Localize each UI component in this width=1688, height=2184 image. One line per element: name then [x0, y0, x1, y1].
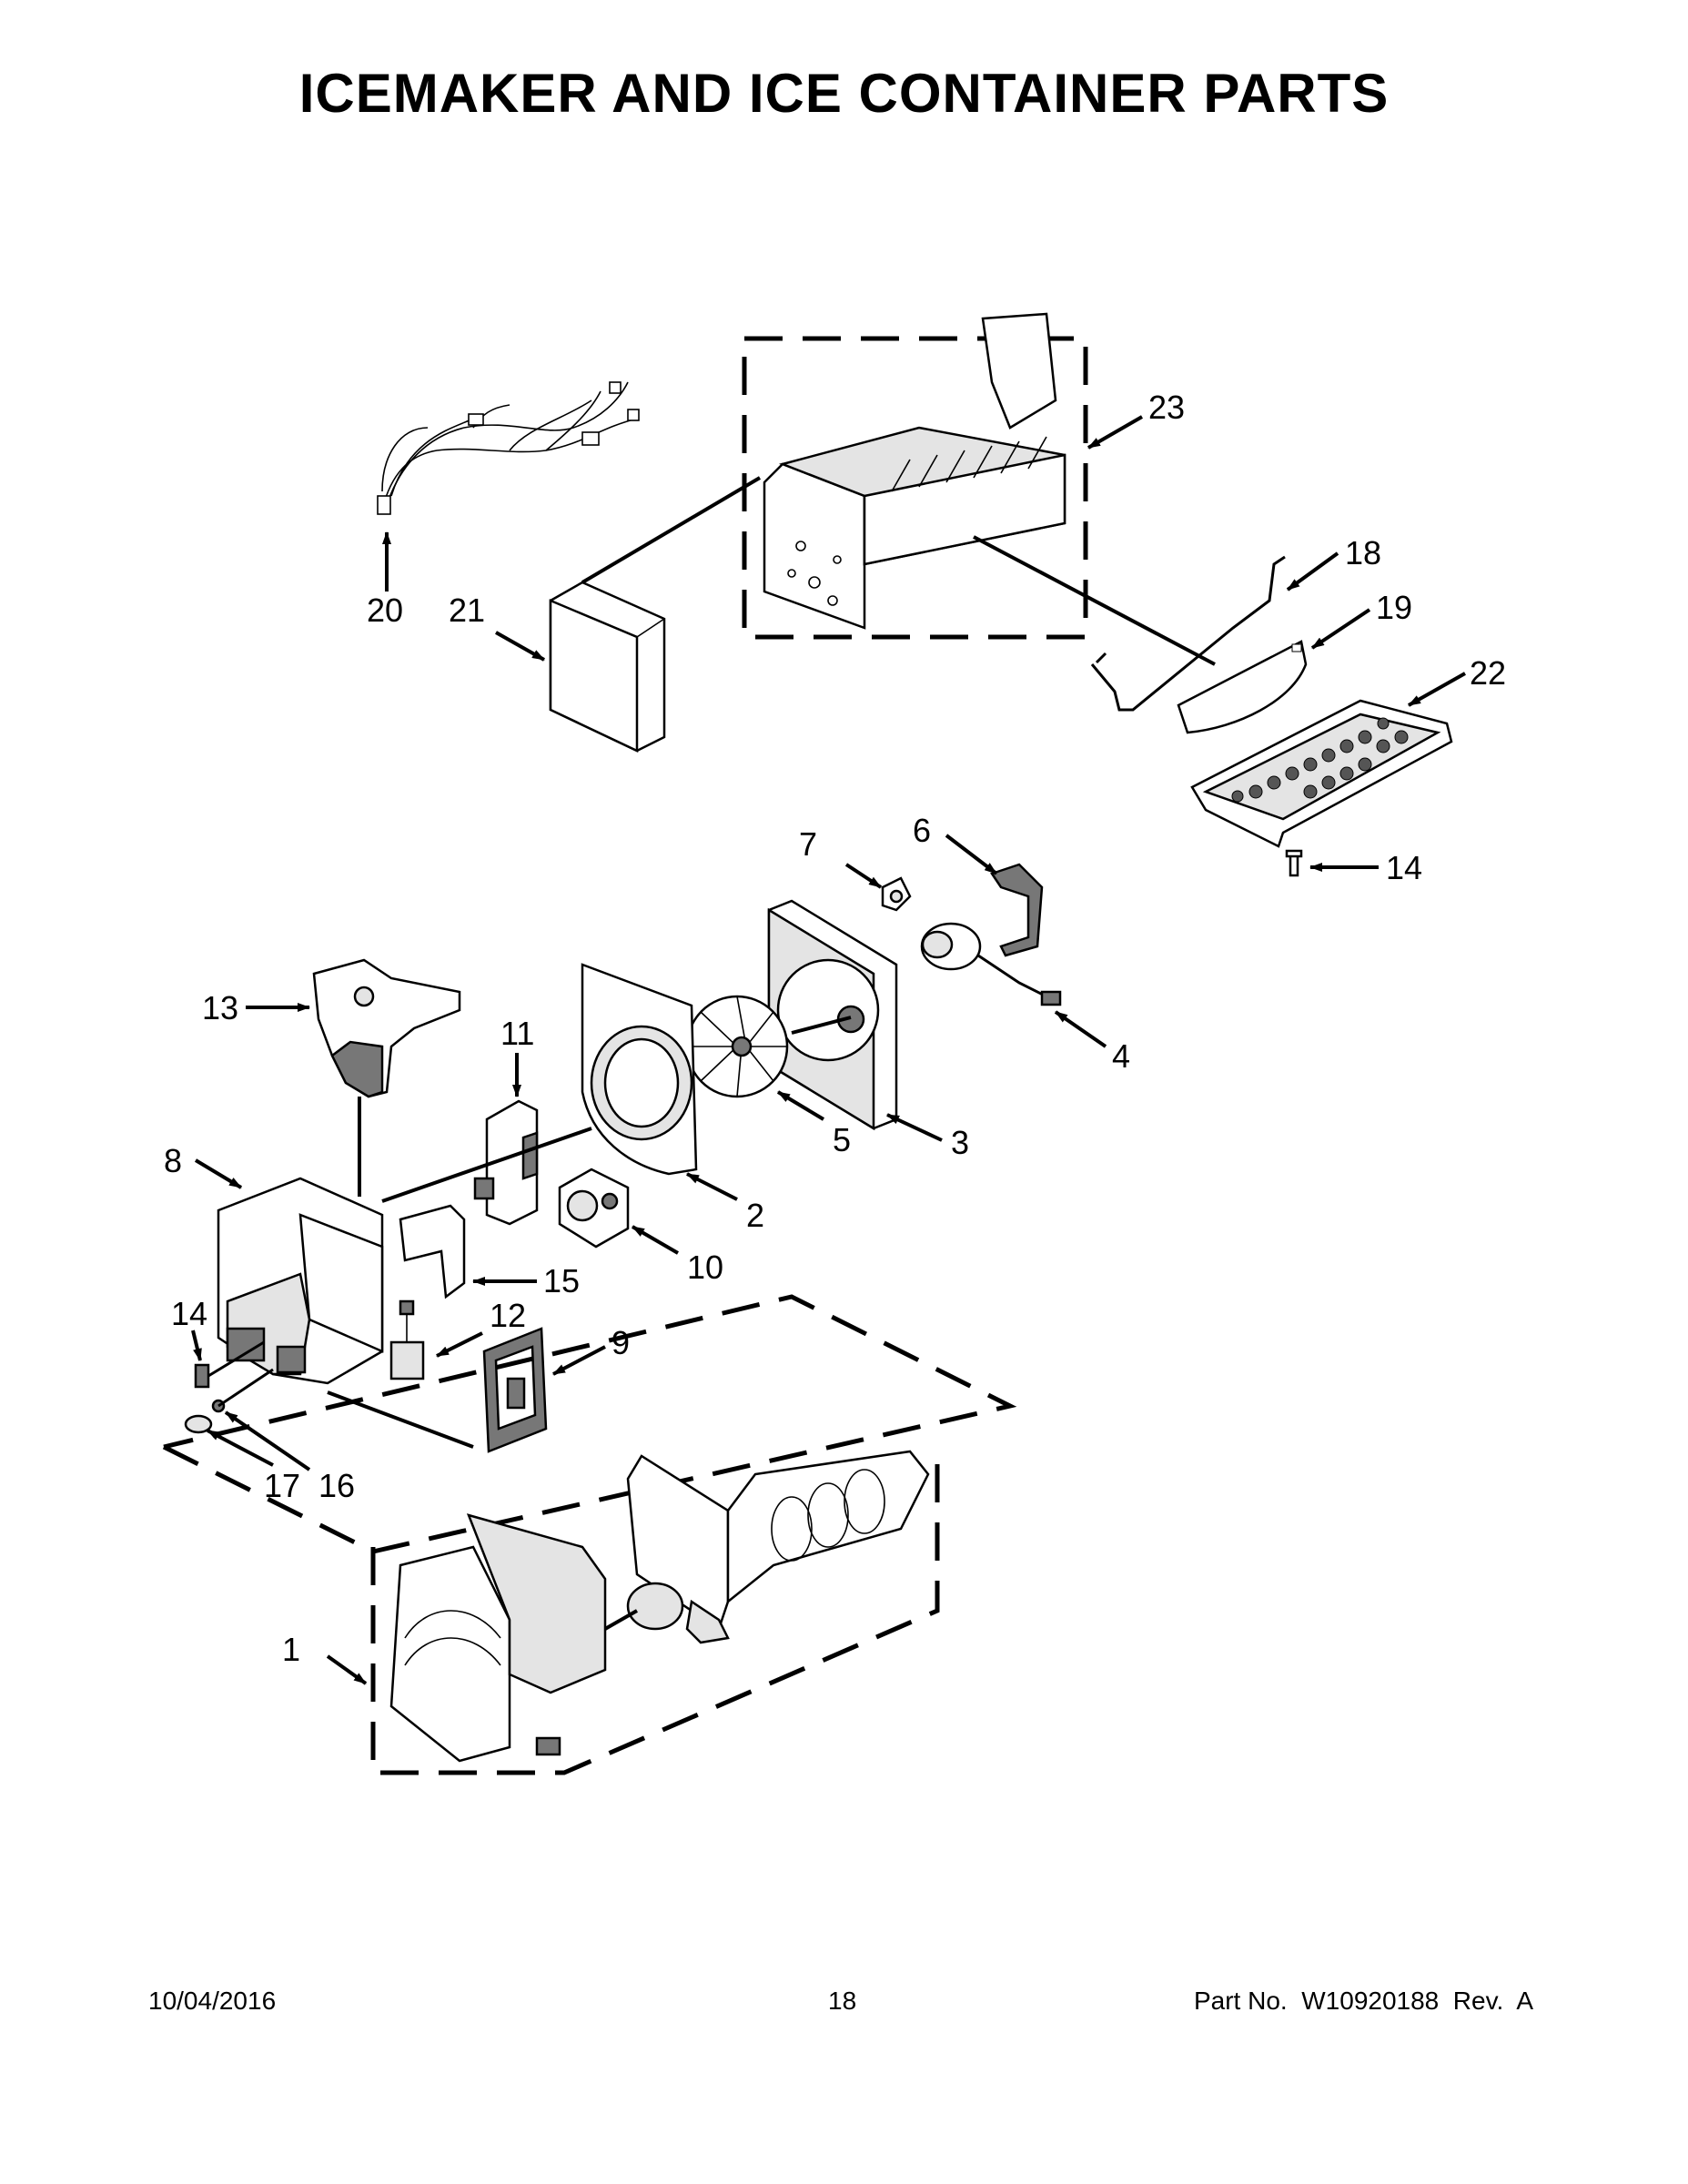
- fan-housing[interactable]: [767, 899, 898, 1131]
- leader-22: [1408, 672, 1466, 707]
- leader-17: [207, 1429, 274, 1467]
- leader-23: [1087, 415, 1143, 450]
- dispenser-housing[interactable]: [217, 1177, 384, 1385]
- link-screw-housing: [207, 1340, 265, 1378]
- motor-bracket[interactable]: [990, 863, 1044, 957]
- dispenser-motor[interactable]: [558, 1168, 630, 1249]
- link-assembly-arm: [973, 535, 1216, 666]
- ice-tray-base[interactable]: [1190, 699, 1453, 848]
- callout-14-left: 14: [171, 1295, 207, 1332]
- fan-blade[interactable]: [685, 995, 789, 1098]
- leader-12: [436, 1331, 483, 1358]
- callout-16: 16: [318, 1467, 355, 1504]
- footer-date: 10/04/2016: [148, 1987, 277, 2015]
- callout-1: 1: [282, 1631, 300, 1668]
- footer-page-number: 18: [828, 1987, 857, 2015]
- leader-6: [945, 834, 998, 875]
- paddle[interactable]: [1177, 640, 1308, 734]
- callout-3: 3: [951, 1124, 969, 1161]
- link-housing-shroud: [381, 1127, 592, 1203]
- callout-7: 7: [799, 825, 817, 863]
- washer[interactable]: [184, 1414, 213, 1434]
- leader-7: [844, 863, 883, 889]
- leader-14-left: [191, 1330, 202, 1361]
- callout-14-right: 14: [1386, 849, 1422, 886]
- callout-13: 13: [202, 989, 238, 1026]
- screw-right[interactable]: [1285, 849, 1303, 877]
- wire-clip[interactable]: [881, 876, 912, 912]
- ice-container-box: [370, 1456, 940, 1775]
- screw-left[interactable]: [194, 1363, 210, 1389]
- leader-3: [886, 1113, 943, 1142]
- switch-cover[interactable]: [482, 1327, 548, 1453]
- fan-shroud[interactable]: [581, 963, 698, 1176]
- leader-8: [194, 1158, 243, 1189]
- shut-off-arm[interactable]: [1090, 555, 1286, 712]
- callout-5: 5: [833, 1121, 851, 1158]
- link-housing-container: [327, 1390, 474, 1449]
- icemaker-cover[interactable]: [549, 581, 666, 753]
- solenoid[interactable]: [389, 1299, 425, 1380]
- callout-11: 11: [500, 1015, 534, 1052]
- leader-18: [1286, 551, 1339, 592]
- leader-1: [326, 1654, 368, 1685]
- link-door-auger: [604, 1609, 638, 1631]
- callout-10: 10: [687, 1249, 723, 1286]
- wire-harness[interactable]: [377, 381, 640, 515]
- callout-2: 2: [746, 1197, 764, 1234]
- callout-20: 20: [367, 592, 403, 629]
- ice-chute[interactable]: [312, 958, 461, 1098]
- page-title: ICEMAKER AND ICE CONTAINER PARTS: [298, 63, 1390, 124]
- fan-motor[interactable]: [920, 922, 1062, 1006]
- callout-18: 18: [1345, 534, 1381, 571]
- leader-4: [1054, 1010, 1107, 1048]
- link-bushing-housing: [217, 1368, 274, 1408]
- container-dashed-outline: [162, 1294, 1017, 1554]
- callout-21: 21: [449, 592, 485, 629]
- ice-container-door[interactable]: [389, 1513, 607, 1763]
- callout-23: 23: [1148, 389, 1185, 426]
- leader-2: [686, 1172, 738, 1201]
- leader-5: [776, 1090, 825, 1121]
- link-cover-assembly: [581, 476, 762, 584]
- leader-21: [495, 631, 545, 662]
- leader-16: [224, 1410, 311, 1471]
- callout-12: 12: [490, 1297, 526, 1334]
- footer-part-number: Part No. W10920188 Rev. A: [1193, 1987, 1533, 2015]
- callout-6: 6: [913, 812, 931, 849]
- callout-17: 17: [264, 1467, 300, 1504]
- switch-housing[interactable]: [473, 1099, 539, 1226]
- leader-19: [1310, 608, 1371, 650]
- leader-9: [552, 1345, 606, 1376]
- callout-8: 8: [164, 1142, 182, 1179]
- callout-15: 15: [543, 1262, 580, 1299]
- leader-10: [631, 1225, 680, 1255]
- icemaker-assembly[interactable]: [763, 312, 1066, 630]
- callout-22: 22: [1470, 654, 1506, 692]
- link-blade-housing: [791, 1016, 852, 1035]
- callout-9: 9: [612, 1324, 630, 1361]
- callout-4: 4: [1112, 1037, 1130, 1075]
- callout-19: 19: [1376, 589, 1412, 626]
- switch-bracket[interactable]: [399, 1204, 466, 1299]
- auger-container[interactable]: [626, 1450, 930, 1644]
